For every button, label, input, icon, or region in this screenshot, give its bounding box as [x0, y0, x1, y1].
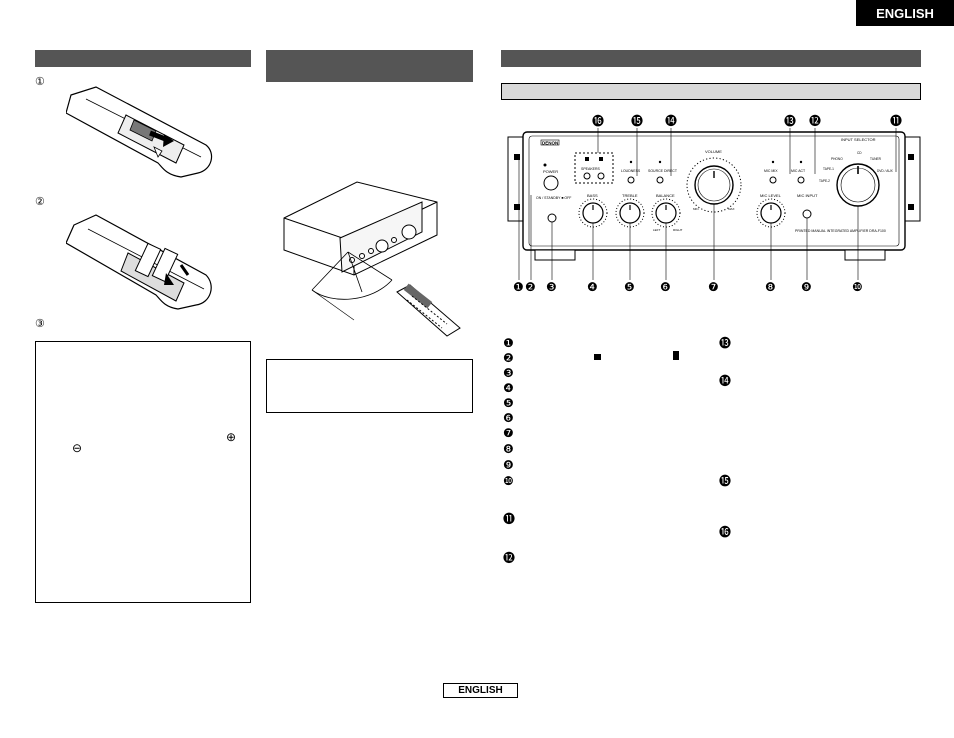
callout-10: ❿: [852, 280, 863, 294]
volume-label: VOLUME: [705, 149, 722, 154]
callout-8: ❽: [765, 280, 776, 294]
section-header-bar-middle: [266, 50, 473, 82]
remote-operating-range-illustration: [283, 181, 461, 337]
list-item-15: ⓯: [719, 474, 732, 488]
list-item-10: ❿: [503, 474, 514, 488]
list-item-11: ⓫: [503, 512, 516, 526]
loudness-label: LOUDNESS: [621, 169, 641, 173]
list-item-5: ❺: [503, 396, 514, 410]
callout-3: ❸: [546, 280, 557, 294]
power-label: POWER: [543, 169, 558, 174]
callout-2: ❷: [525, 280, 536, 294]
list-item-8: ❽: [503, 442, 514, 456]
list-item-9: ❾: [503, 458, 514, 472]
language-tab: ENGLISH: [856, 0, 954, 26]
mic-level-label: MIC LEVEL: [760, 193, 782, 198]
button-released-symbol: [594, 354, 601, 360]
balance-label: BALANCE: [656, 193, 675, 198]
subsection-header-bar: [501, 83, 921, 100]
brand-logo: DENON: [542, 141, 558, 146]
mic-input-label: MIC INPUT: [797, 193, 818, 198]
remote-battery-cover-illustration: [66, 86, 213, 178]
input-phono-label: PHONO: [831, 157, 843, 161]
input-selector-label: INPUT SELECTOR: [841, 137, 876, 142]
input-cd-label: CD: [857, 151, 862, 155]
step-1-marker: ①: [35, 76, 45, 88]
remote-note-box: [266, 359, 473, 413]
mic-act-label: MIC ACT: [791, 169, 806, 173]
list-item-1: ❶: [503, 336, 514, 350]
list-item-12: ⓬: [503, 551, 516, 565]
callout-11: ⓫: [890, 114, 902, 128]
input-tuner-label: TUNER: [870, 157, 882, 161]
section-header-bar-right: [501, 50, 921, 67]
list-item-3: ❸: [503, 366, 514, 380]
plus-polarity-symbol: ⊕: [226, 430, 237, 444]
list-item-7: ❼: [503, 426, 514, 440]
step-2-marker: ②: [35, 196, 45, 208]
list-item-6: ❻: [503, 411, 514, 425]
list-item-13: ⓭: [719, 336, 732, 350]
callout-4: ❹: [587, 280, 598, 294]
input-tape2-label: TAPE-2: [819, 179, 830, 183]
model-label: PRINTED MANUAL INTEGRATED AMPLIFIER DRA-…: [795, 229, 886, 233]
mic-mix-label: MIC MIX: [764, 169, 778, 173]
source-direct-label: SOURCE DIRECT: [648, 169, 678, 173]
callout-9: ❾: [801, 280, 812, 294]
front-panel-illustration: ⓰ ⓯ ⓮ ⓭ ⓬ ⓫ DENON POWER ON / STANDBY ■ O…: [507, 114, 921, 294]
battery-notes-box: [35, 341, 251, 603]
callout-15: ⓯: [631, 114, 643, 128]
volume-min-label: MIN: [693, 207, 699, 211]
callout-14: ⓮: [665, 114, 677, 128]
footer-language-tag: ENGLISH: [443, 683, 518, 698]
speakers-label: SPEAKERS: [581, 167, 601, 171]
callout-13: ⓭: [784, 114, 796, 128]
callout-16: ⓰: [592, 114, 604, 128]
callout-1: ❶: [513, 280, 524, 294]
callout-7: ❼: [708, 280, 719, 294]
input-tape1-label: TAPE-1: [823, 167, 834, 171]
standby-label: ON / STANDBY ■ OFF: [536, 196, 571, 200]
remote-insert-batteries-illustration: [66, 214, 212, 310]
callout-12: ⓬: [809, 114, 821, 128]
list-item-16: ⓰: [719, 525, 732, 539]
list-item-14: ⓮: [719, 374, 732, 388]
section-header-bar-left: [35, 50, 251, 67]
bass-label: BASS: [587, 193, 598, 198]
callout-6: ❻: [660, 280, 671, 294]
step-3-marker: ③: [35, 318, 45, 330]
volume-max-label: MAX: [728, 207, 735, 211]
minus-polarity-symbol: ⊖: [72, 441, 83, 455]
button-pressed-symbol: [673, 351, 679, 360]
treble-label: TREBLE: [622, 193, 638, 198]
input-dvd-label: DVD / AUX: [877, 169, 894, 173]
balance-left-label: LEFT: [653, 228, 661, 232]
balance-right-label: RIGHT: [673, 228, 683, 232]
list-item-2: ❷: [503, 351, 514, 365]
callout-5: ❺: [624, 280, 635, 294]
list-item-4: ❹: [503, 381, 514, 395]
